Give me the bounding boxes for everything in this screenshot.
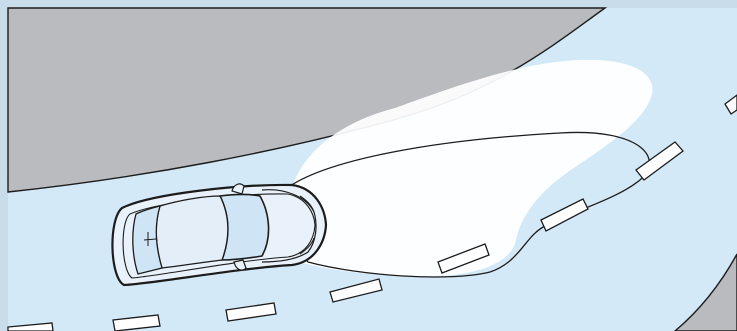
car-mirror-left (231, 183, 245, 195)
car-headlight-left (299, 195, 315, 213)
lane-mark (329, 278, 383, 303)
lane-mark (112, 314, 161, 331)
car-antenna (143, 232, 157, 246)
car-top-view-icon (111, 183, 328, 287)
car-mirror-right (233, 259, 247, 271)
car-roof (155, 195, 229, 269)
headlight-beam-spread (278, 59, 653, 277)
lane-markings (7, 94, 737, 331)
lane-mark (437, 243, 490, 274)
lane-mark (724, 94, 737, 115)
lane-mark (635, 141, 684, 181)
car-headlight-right (299, 237, 315, 255)
lane-mark (225, 302, 277, 322)
lane-mark (540, 198, 589, 232)
lane-mark (7, 322, 54, 331)
car-hood (261, 189, 317, 263)
